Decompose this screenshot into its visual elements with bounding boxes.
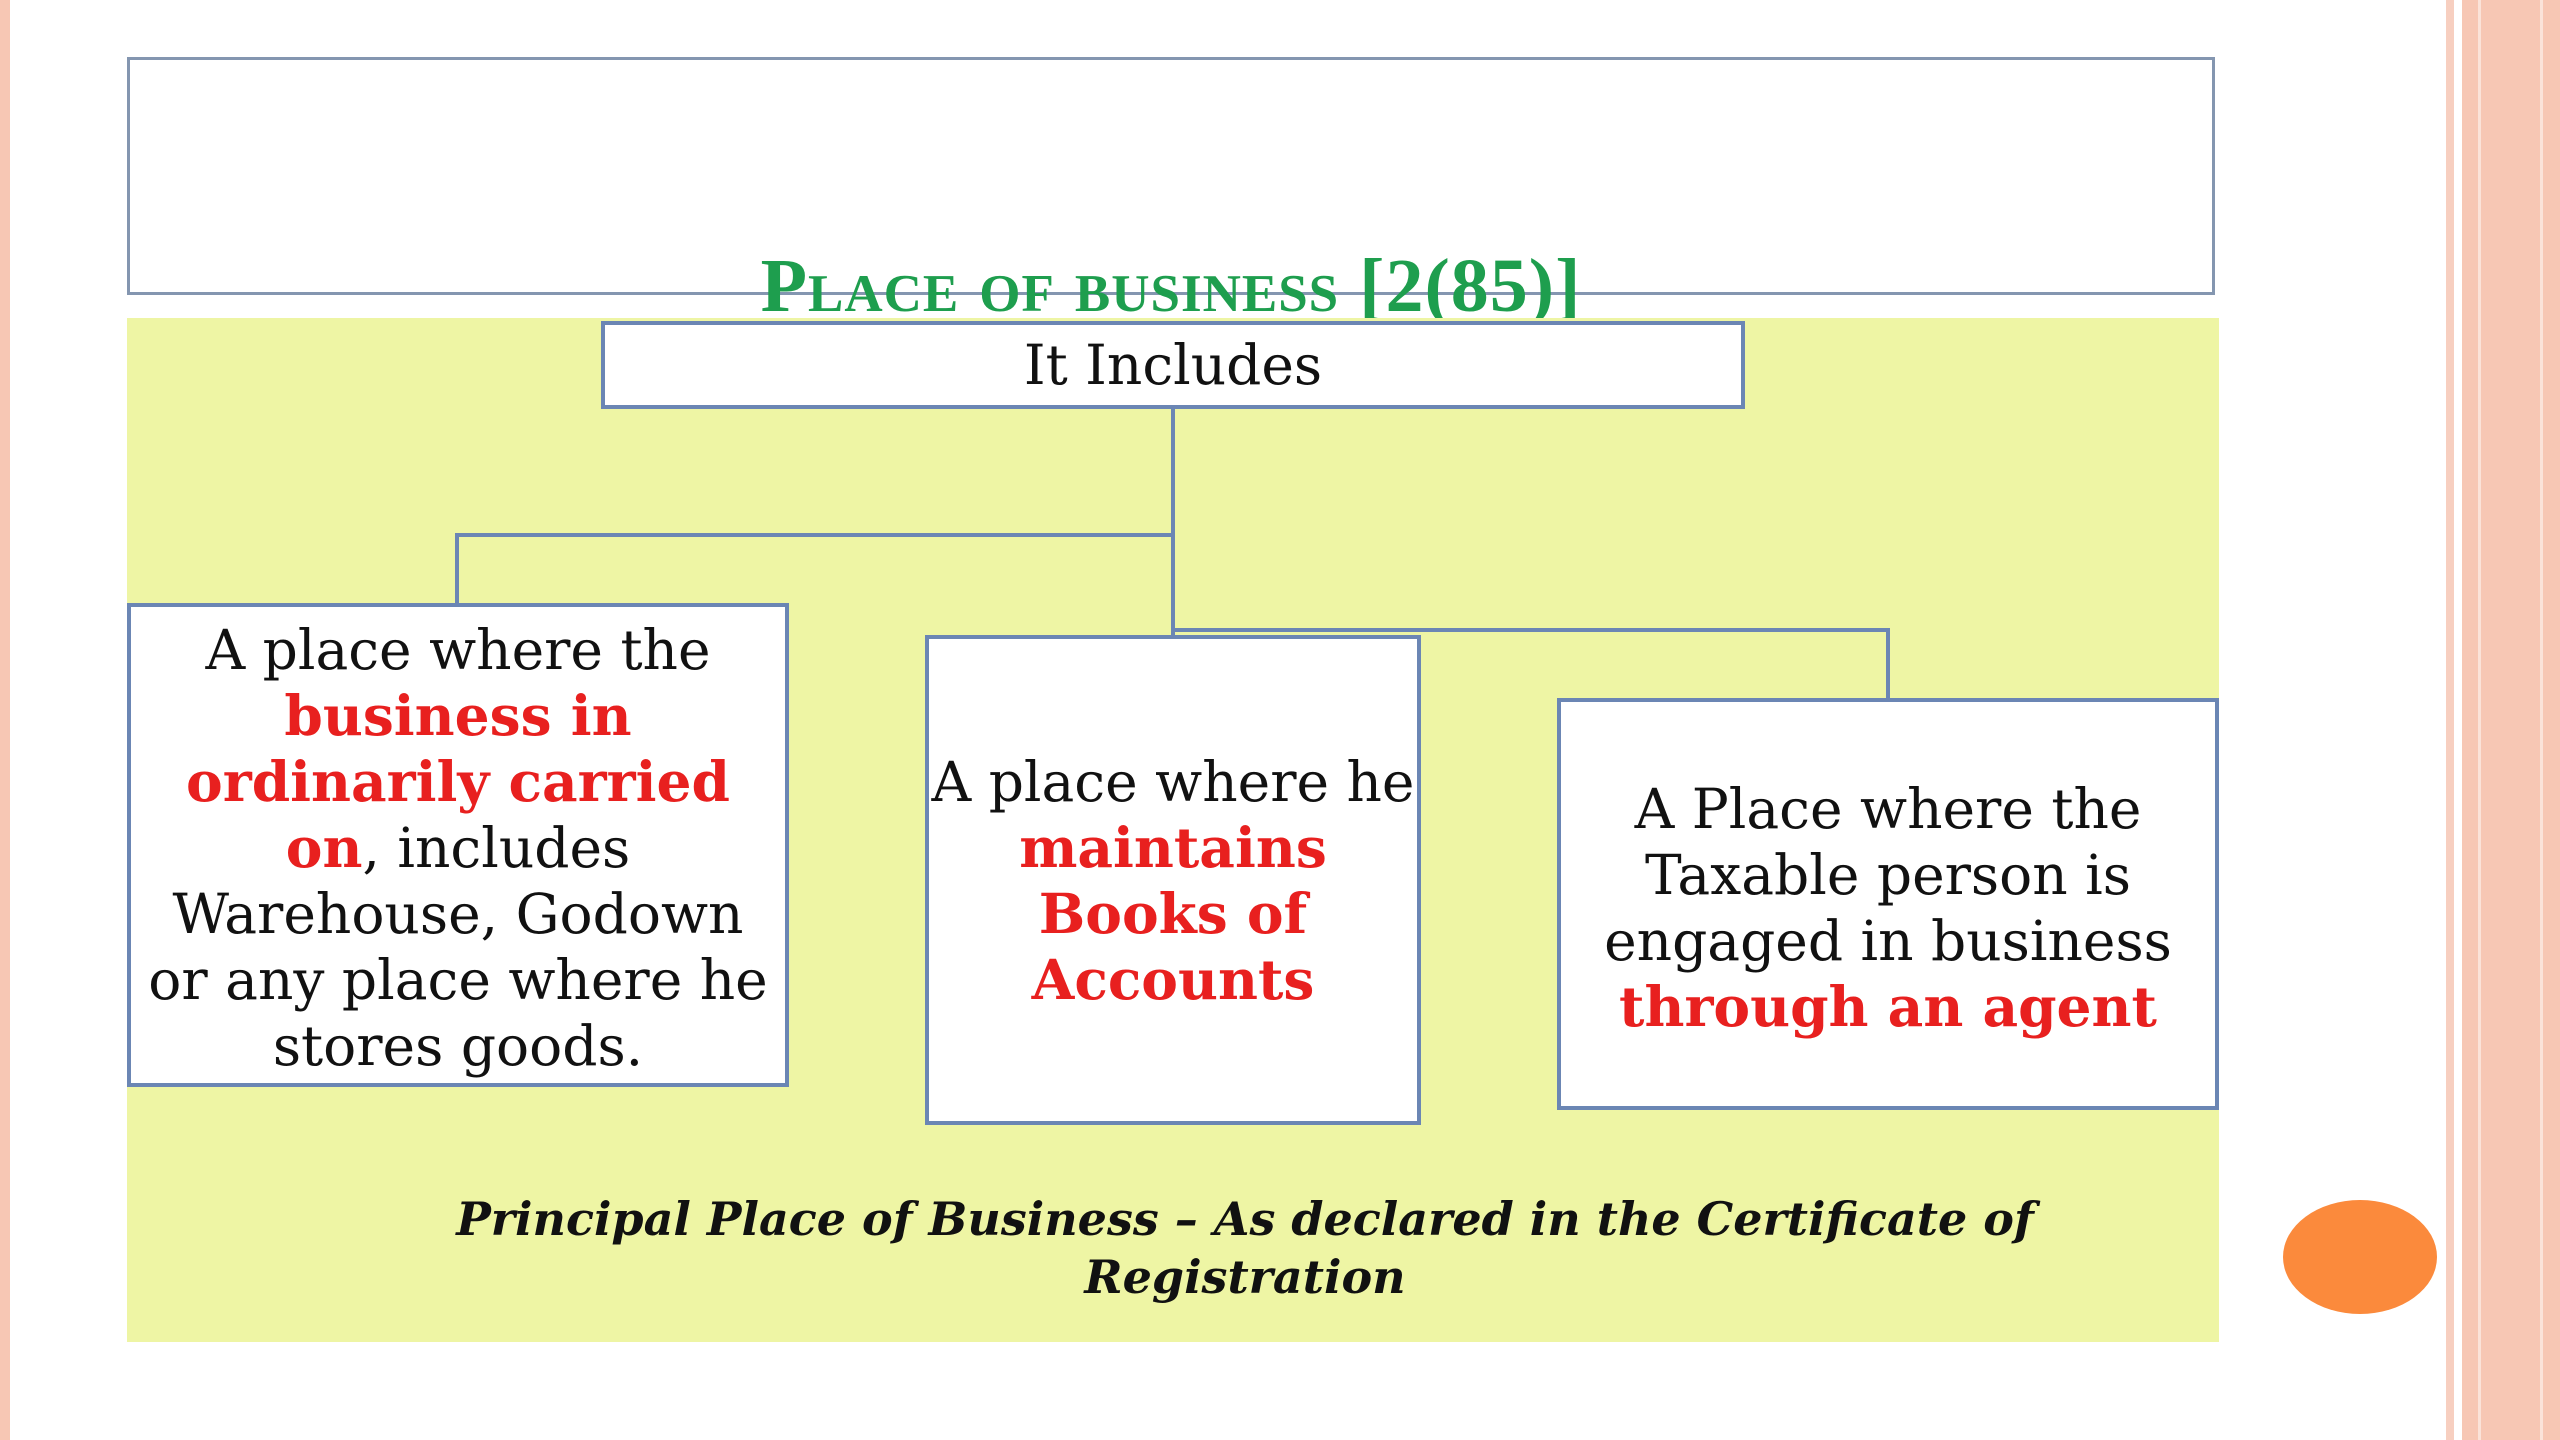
left-edge-decoration bbox=[0, 0, 10, 1440]
node-a-line: stores goods. bbox=[272, 1014, 644, 1078]
node-a-line: A place where the bbox=[205, 618, 711, 682]
node-a-highlight: on bbox=[285, 815, 363, 880]
principal-place-note: Principal Place of Business – As declare… bbox=[420, 1190, 2070, 1306]
node-a-line: or any place where he bbox=[148, 948, 768, 1012]
node-b-highlight: Accounts bbox=[1031, 947, 1315, 1012]
note-line: Registration bbox=[1084, 1250, 1406, 1304]
node-a-text: , includes bbox=[362, 816, 631, 880]
node-b-highlight: Books of bbox=[1038, 881, 1308, 946]
right-edge-stripe bbox=[2446, 0, 2454, 1440]
node-a-line: Warehouse, Godown bbox=[172, 882, 744, 946]
connector-to-box-a bbox=[455, 533, 1173, 603]
node-c-line: A Place where the bbox=[1634, 777, 2142, 841]
connector-to-box-c bbox=[1173, 628, 1890, 698]
root-node-it-includes: It Includes bbox=[601, 321, 1745, 409]
node-through-agent: A Place where the Taxable person is enga… bbox=[1557, 698, 2219, 1110]
node-a-highlight: business in bbox=[284, 683, 632, 748]
root-node-label: It Includes bbox=[1023, 333, 1323, 397]
node-c-highlight: through an agent bbox=[1619, 974, 2157, 1039]
note-line: Principal Place of Business – As declare… bbox=[456, 1192, 2034, 1246]
node-ordinary-place: A place where the business in ordinarily… bbox=[127, 603, 789, 1087]
title-box: Place of business [2(85)] bbox=[127, 57, 2215, 324]
node-a-line-mixed: on, includes bbox=[131, 815, 785, 881]
accent-circle bbox=[2283, 1200, 2437, 1314]
node-c-line: Taxable person is bbox=[1645, 843, 2131, 907]
node-b-line: A place where he bbox=[931, 750, 1415, 814]
node-a-highlight: ordinarily carried bbox=[186, 749, 730, 814]
node-books-of-accounts: A place where he maintains Books of Acco… bbox=[925, 635, 1421, 1125]
right-edge-line bbox=[2540, 0, 2543, 1440]
node-c-line: engaged in business bbox=[1604, 909, 2172, 973]
right-edge-line bbox=[2478, 0, 2481, 1440]
node-b-highlight: maintains bbox=[1019, 815, 1327, 880]
slide-title: Place of business [2(85)] bbox=[760, 244, 1582, 328]
